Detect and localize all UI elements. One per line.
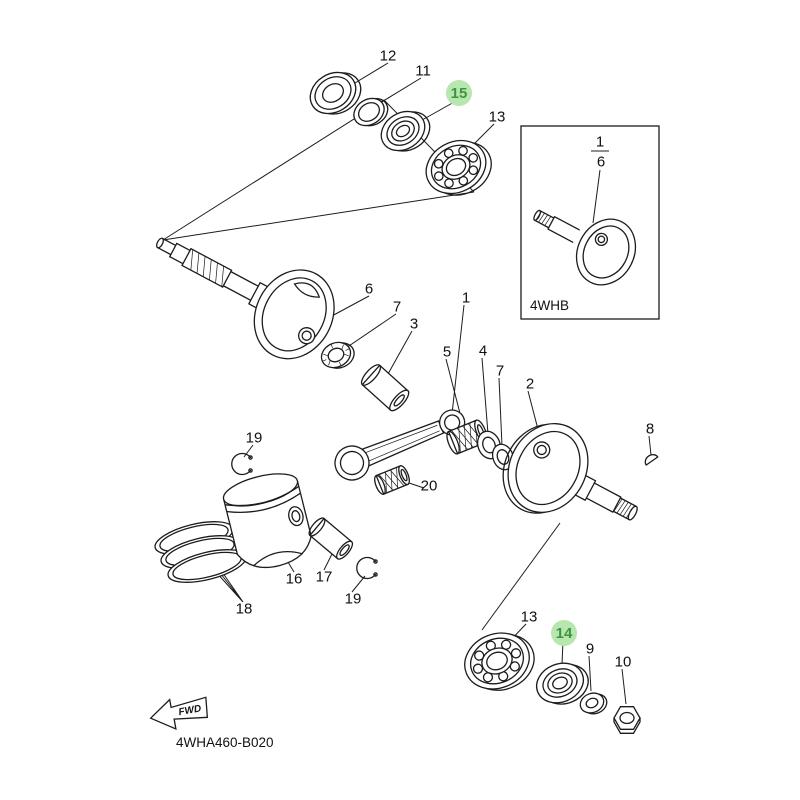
callout-3: 3 [409, 315, 419, 333]
part-crankshaft-left [155, 237, 335, 360]
part-crankshaft-right-2 [502, 422, 638, 521]
callout-11: 11 [415, 62, 431, 80]
part-circlip-19-bottom [356, 556, 378, 580]
callout-7-left: 7 [392, 298, 402, 316]
leader-lines [162, 62, 652, 705]
part-spacer-3 [360, 364, 410, 412]
callout-20: 20 [420, 477, 438, 495]
part-needle-bearing-20 [374, 465, 410, 495]
drawing-code: 4WHA460-B020 [176, 735, 274, 750]
part-piston-rings-18 [154, 521, 247, 583]
callout-19-bottom: 19 [344, 590, 362, 608]
fwd-label: FWD [178, 703, 202, 718]
part-washer-11 [353, 97, 389, 127]
fwd-arrow: FWD [149, 696, 209, 731]
inset-leader [591, 150, 609, 224]
part-washer-7-left [320, 341, 355, 369]
inset-code-label: 4WHB [530, 298, 569, 313]
callout-19-top: 19 [245, 429, 263, 447]
callout-7-right: 7 [495, 362, 505, 380]
part-circlip-19-top [231, 452, 253, 476]
callout-1: 1 [461, 289, 471, 307]
part-bearing-13-top [425, 139, 492, 196]
part-nut-10 [613, 706, 641, 734]
part-piston-pin-17 [308, 517, 354, 560]
part-oil-seal-14 [535, 662, 589, 705]
callout-4: 4 [478, 342, 488, 360]
part-oil-seal-15 [380, 110, 431, 152]
part-piston-16 [222, 473, 312, 569]
part-bearing-12 [309, 71, 362, 115]
part-crank-half-inset [533, 209, 637, 286]
callout-2: 2 [525, 375, 535, 393]
callout-17: 17 [315, 568, 333, 586]
callout-8: 8 [645, 420, 655, 438]
callout-5: 5 [442, 343, 452, 361]
callout-16: 16 [285, 570, 303, 588]
callout-13-top: 13 [488, 108, 506, 126]
inset-box: 4WHB [520, 125, 660, 320]
callout-9: 9 [585, 640, 595, 658]
part-key-8 [644, 454, 659, 466]
callout-15-highlighted: 15 [446, 80, 472, 106]
inset-ref-1: 1 [595, 133, 605, 151]
callout-18: 18 [235, 600, 253, 618]
fwd-arrow-shape [149, 696, 209, 731]
callout-13-bottom: 13 [520, 608, 538, 626]
callout-12: 12 [379, 47, 397, 65]
part-washer-9 [579, 692, 608, 715]
part-bearing-13-bottom [464, 632, 535, 691]
callout-6: 6 [364, 280, 374, 298]
callout-10: 10 [614, 653, 632, 671]
inset-ref-6: 6 [596, 153, 606, 171]
callout-14-highlighted: 14 [551, 620, 577, 646]
